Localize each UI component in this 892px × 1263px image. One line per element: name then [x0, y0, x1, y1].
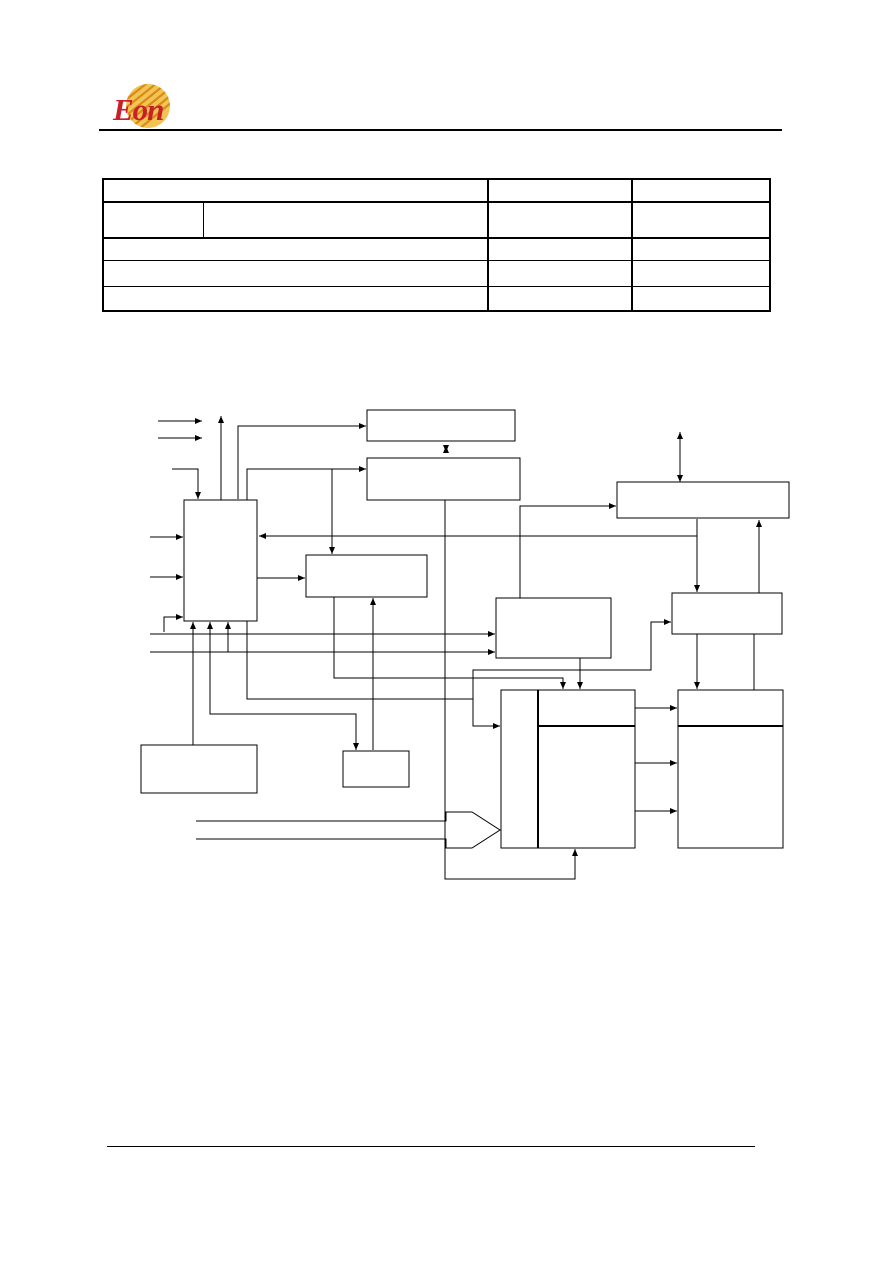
header-rule: [99, 129, 782, 131]
bottom-left-block: [140, 744, 258, 794]
control-logic-block: [183, 499, 258, 622]
table-row: [102, 201, 771, 239]
small-block: [342, 750, 410, 788]
array-block-right: [677, 689, 784, 849]
spec-table: [102, 178, 771, 312]
table-cell: [203, 201, 489, 239]
table-cell: [631, 178, 771, 203]
right-top-block: [616, 481, 790, 519]
table-row: [102, 237, 771, 261]
table-row: [102, 260, 771, 287]
table-cell: [487, 286, 633, 312]
mid-block: [305, 554, 428, 598]
array-block-left: [500, 689, 636, 849]
table-cell: [631, 201, 771, 239]
table-cell: [102, 260, 489, 287]
table-cell: [102, 286, 489, 312]
table-cell: [631, 260, 771, 287]
table-cell: [487, 201, 633, 239]
table-cell: [487, 178, 633, 203]
footer-rule: [107, 1146, 755, 1147]
top-block-a: [366, 409, 516, 442]
table-row: [102, 286, 771, 312]
table-cell: [102, 201, 205, 239]
eon-logo-text: Eon: [113, 92, 164, 127]
table-cell: [487, 260, 633, 287]
eon-sun-logo-icon: [108, 82, 180, 128]
table-row: [102, 178, 771, 203]
table-cell: [631, 286, 771, 312]
top-block-b: [366, 457, 521, 501]
center-block: [495, 597, 612, 659]
right-mid-block: [671, 592, 783, 635]
